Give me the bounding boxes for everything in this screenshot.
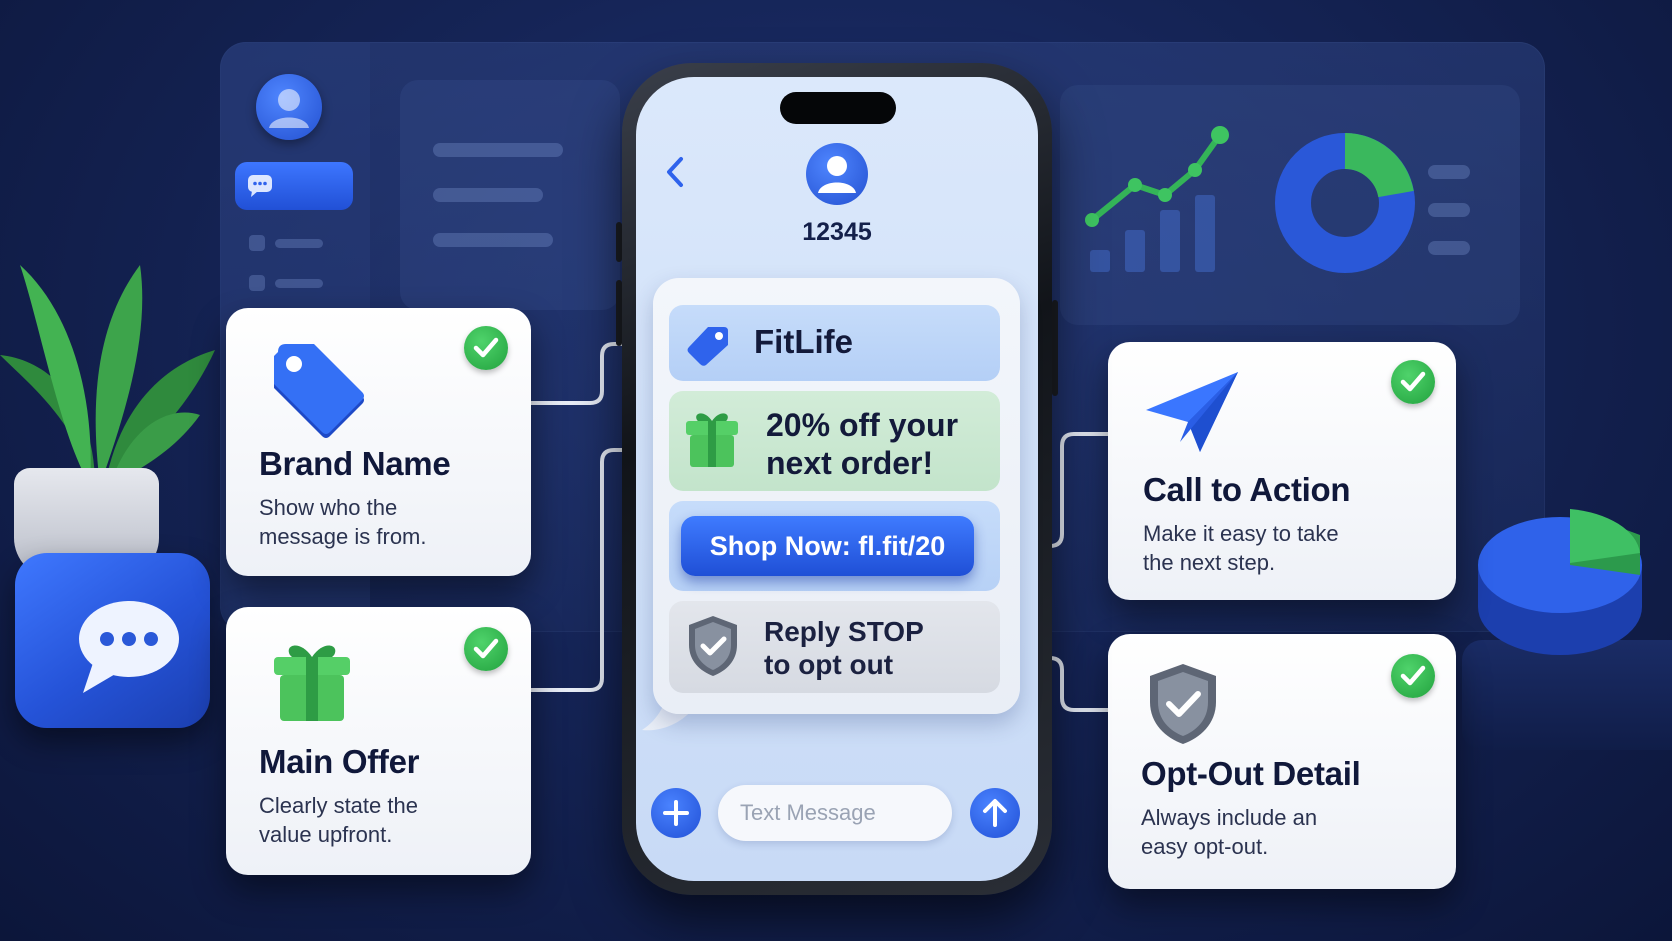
placeholder-bar — [433, 233, 553, 247]
desc-line: value upfront. — [259, 822, 393, 847]
desc-line: message is from. — [259, 524, 427, 549]
check-icon — [1400, 371, 1426, 392]
phone-side-key — [1052, 300, 1058, 396]
line-chart-icon — [1085, 126, 1229, 272]
donut-chart-icon — [1275, 133, 1415, 273]
call-to-action-card: Call to Action Make it easy to take the … — [1108, 342, 1456, 600]
phone-notch — [780, 92, 896, 124]
placeholder-bar — [433, 188, 543, 202]
brand-name-text: FitLife — [754, 323, 853, 360]
paper-plane-icon — [1146, 372, 1238, 452]
person-icon — [269, 89, 309, 128]
chat-bubble-icon — [248, 175, 272, 197]
legend-bar — [1428, 165, 1470, 179]
gift-icon — [274, 645, 350, 721]
opt-out-text: Reply STOP to opt out — [764, 615, 924, 681]
card-description: Always include an easy opt-out. — [1141, 803, 1317, 861]
sidebar-messages-button — [235, 162, 353, 210]
tag-icon — [274, 344, 364, 438]
card-title: Brand Name — [259, 445, 451, 482]
plant-leaves — [0, 265, 215, 485]
sidebar-dot — [249, 235, 265, 251]
sidebar-line — [275, 239, 323, 248]
legend-bar — [1428, 203, 1470, 217]
desc-line: Make it easy to take — [1143, 521, 1339, 546]
tag-icon — [687, 327, 728, 366]
check-badge — [1391, 654, 1435, 698]
podium-decoration — [1462, 640, 1672, 750]
card-description: Clearly state the value upfront. — [259, 791, 418, 849]
shop-now-button[interactable]: Shop Now: fl.fit/20 — [681, 516, 974, 576]
arrow-up-icon — [983, 799, 1007, 827]
text-message-input[interactable] — [718, 785, 952, 841]
desc-line: Always include an — [1141, 805, 1318, 830]
phone-side-key — [616, 222, 622, 262]
card-description: Make it easy to take the next step. — [1143, 519, 1339, 577]
offer-line: 20% off your — [766, 407, 959, 443]
pie-chart-icon — [1478, 509, 1642, 655]
plus-icon — [663, 800, 689, 826]
offer-text: 20% off your next order! — [766, 406, 958, 482]
desc-line: easy opt-out. — [1141, 834, 1269, 859]
check-badge — [464, 627, 508, 671]
card-title: Opt-Out Detail — [1141, 755, 1361, 792]
contact-number: 12345 — [802, 218, 872, 246]
check-icon — [473, 638, 499, 659]
contact-avatar[interactable] — [806, 143, 868, 205]
check-badge — [464, 326, 508, 370]
desc-line: Show who the — [259, 495, 398, 520]
chat-bubble-icon — [79, 601, 179, 693]
check-badge — [1391, 360, 1435, 404]
shield-check-icon — [1150, 664, 1216, 744]
sidebar-avatar — [256, 74, 322, 140]
chevron-left-icon[interactable] — [663, 155, 687, 189]
dashboard-panel — [400, 80, 620, 310]
legend-bar — [1428, 241, 1470, 255]
check-icon — [473, 337, 499, 358]
chat-cube-decoration — [15, 553, 210, 728]
opt-out-line: Reply STOP — [764, 616, 924, 647]
placeholder-bar — [433, 143, 563, 157]
sidebar-line — [275, 279, 323, 288]
gift-icon — [686, 413, 738, 467]
desc-line: the next step. — [1143, 550, 1276, 575]
card-title: Call to Action — [1143, 471, 1351, 508]
main-offer-card: Main Offer Clearly state the value upfro… — [226, 607, 531, 875]
brand-name-card: Brand Name Show who the message is from. — [226, 308, 531, 576]
phone-side-key — [616, 280, 622, 346]
card-title: Main Offer — [259, 743, 420, 780]
offer-line: next order! — [766, 445, 934, 481]
opt-out-line: to opt out — [764, 649, 894, 680]
desc-line: Clearly state the — [259, 793, 418, 818]
add-attachment-button[interactable] — [651, 788, 701, 838]
shield-check-icon — [689, 616, 737, 676]
sidebar-dot — [249, 275, 265, 291]
card-description: Show who the message is from. — [259, 493, 427, 551]
check-icon — [1400, 665, 1426, 686]
person-icon — [818, 156, 856, 193]
send-button[interactable] — [970, 788, 1020, 838]
opt-out-card: Opt-Out Detail Always include an easy op… — [1108, 634, 1456, 889]
